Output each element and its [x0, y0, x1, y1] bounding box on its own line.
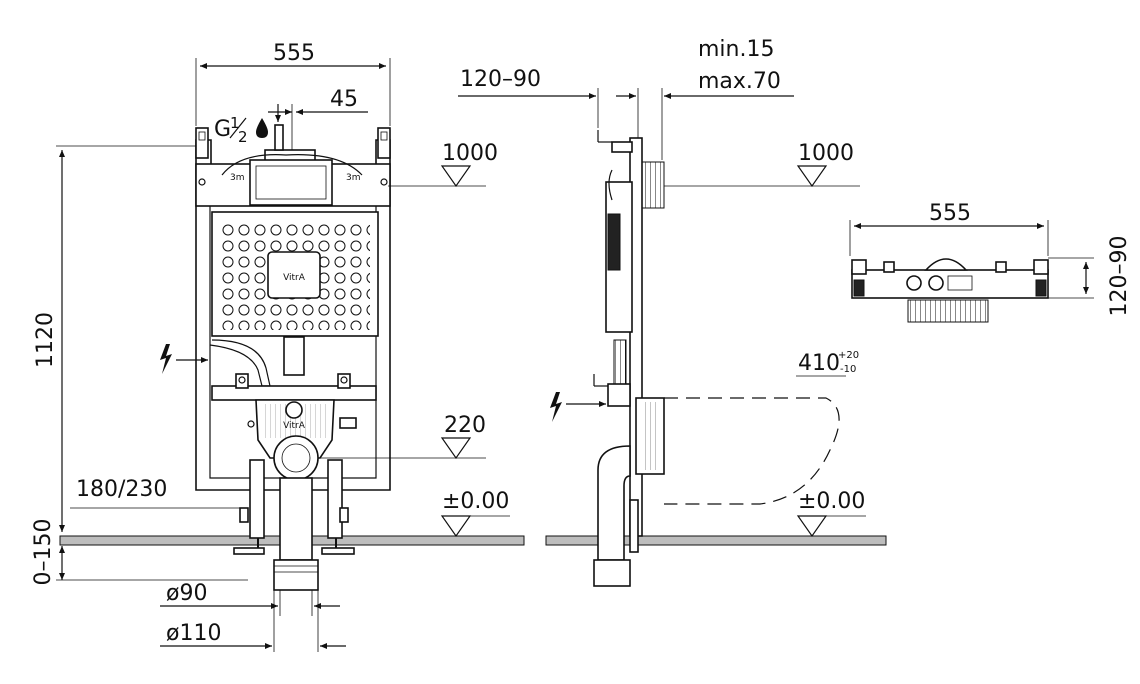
wc-bowl-outline	[664, 397, 840, 505]
strap-mark-right: 3m	[346, 173, 361, 183]
front-offset-label: 45	[330, 87, 358, 112]
side-view: 120–90 min.15 max.70 1000 410 +20 -10 ±0…	[458, 37, 866, 587]
foot-height-label: 180/230	[76, 477, 167, 502]
side-waste-elbow	[597, 445, 631, 561]
thread-label-numerator: 1	[230, 114, 240, 132]
front-level-floor-label: ±0.00	[442, 489, 509, 514]
top-view: 555 120–90	[849, 201, 1132, 323]
thread-label-g: G	[214, 117, 231, 142]
side-max-label: max.70	[698, 69, 781, 94]
front-view: 3m 3m VitrA VitrA	[31, 41, 510, 652]
projection-label: 410	[798, 351, 840, 376]
projection-plus-label: +20	[838, 350, 859, 361]
top-width-label: 555	[929, 201, 971, 226]
front-level-220-label: 220	[444, 413, 486, 438]
side-level-1000-label: 1000	[798, 141, 854, 166]
side-min-label: min.15	[698, 37, 774, 62]
waste-outlet	[273, 435, 319, 481]
top-depth-label: 120–90	[1107, 236, 1132, 317]
side-level-floor-label: ±0.00	[798, 489, 865, 514]
electric-bolt-icon	[160, 344, 172, 374]
strap-mark-left: 3m	[230, 173, 245, 183]
flush-valve-box	[249, 159, 333, 206]
side-depth-label: 120–90	[460, 67, 541, 92]
projection-minus-label: -10	[840, 364, 856, 375]
waste-pipe	[279, 477, 313, 561]
pipe-110-label: ø110	[166, 621, 221, 646]
front-level-1000-label: 1000	[442, 141, 498, 166]
front-width-label: 555	[273, 41, 315, 66]
thread-label-denominator: 2	[238, 128, 248, 146]
floor-side	[545, 535, 887, 546]
adjust-range-label: 0–150	[31, 519, 56, 586]
pipe-90-label: ø90	[166, 581, 207, 606]
top-frame	[851, 269, 1049, 299]
electric-bolt-icon	[550, 392, 562, 422]
brand-logo-small: VitrA	[283, 421, 306, 431]
water-drop-icon	[256, 118, 268, 138]
brand-logo: VitrA	[283, 273, 306, 283]
front-height-label: 1120	[33, 312, 58, 368]
